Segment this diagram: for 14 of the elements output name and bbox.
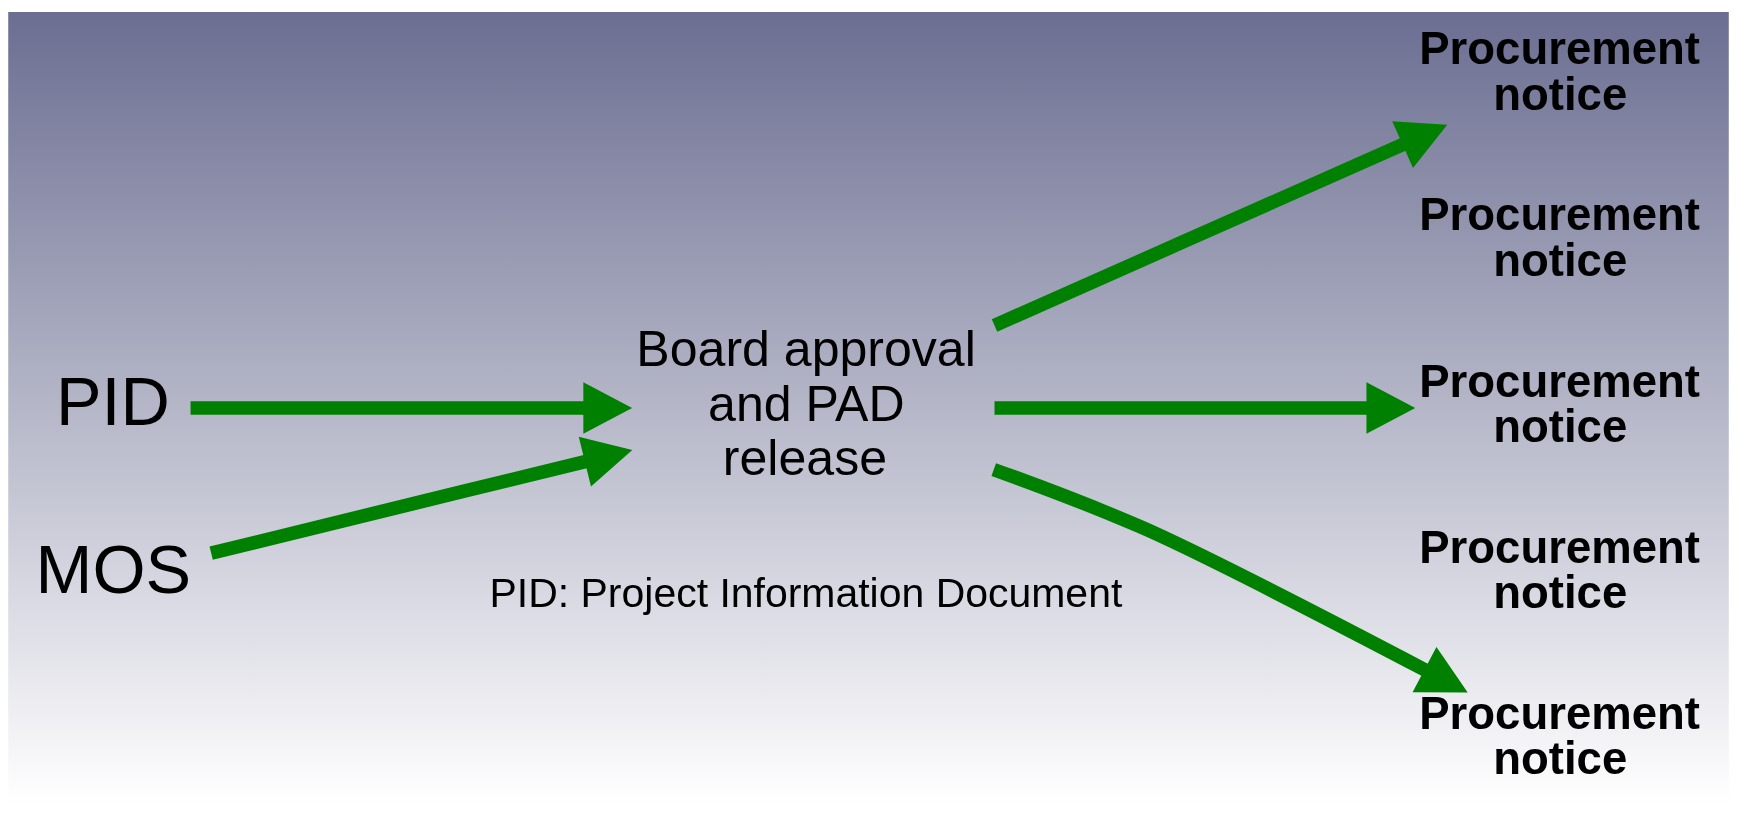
node-text: Procurement notice — [1419, 687, 1700, 784]
arrow — [994, 381, 1416, 434]
node-text: PID — [56, 362, 170, 439]
node-text: Procurement notice — [1419, 188, 1700, 286]
arrow — [991, 120, 1448, 332]
node-text: Procurement notice — [1419, 355, 1700, 452]
label: PID: Project Information Document — [489, 569, 1123, 616]
arrow — [991, 462, 1468, 692]
arrow — [190, 381, 633, 434]
arrow — [209, 436, 633, 560]
node-text: Procurement notice — [1419, 22, 1700, 120]
node-text: MOS — [35, 530, 192, 607]
node-text: Procurement notice — [1419, 521, 1700, 618]
node-text: Board approval and PAD release — [636, 320, 976, 486]
